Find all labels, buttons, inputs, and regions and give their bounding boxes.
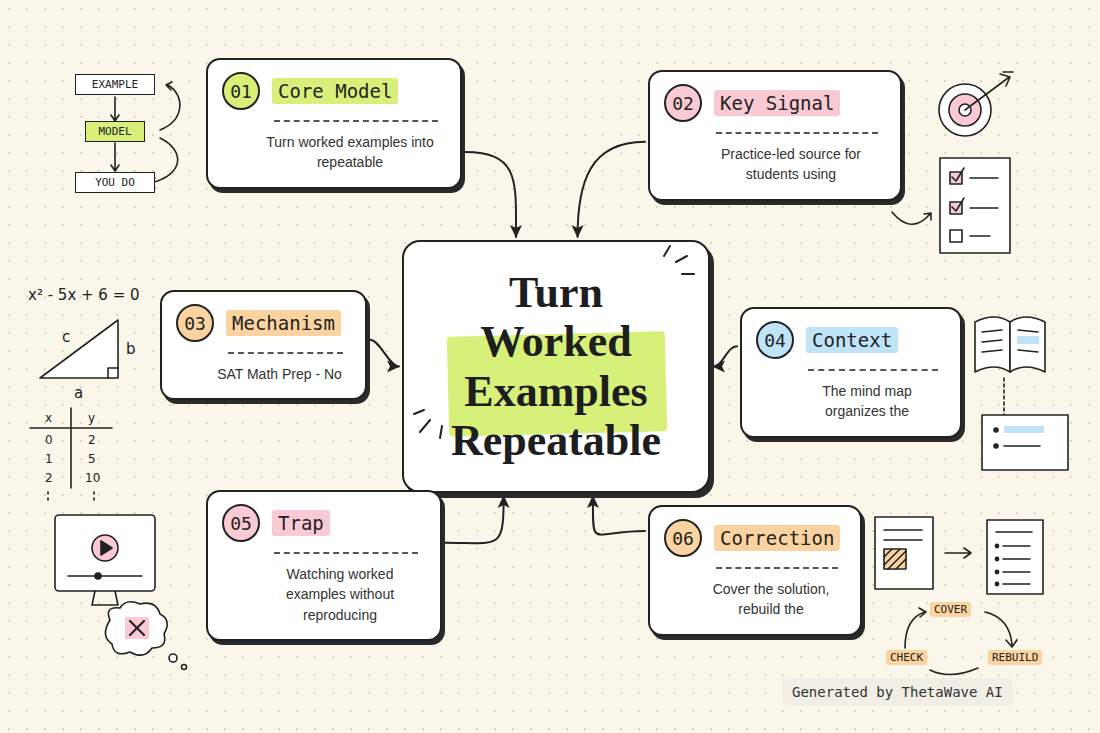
box-header: 02 Key Signal [664,84,884,122]
illustration-label: b [126,340,136,358]
illustration-label: 0 [45,433,53,447]
illustration-label: EXAMPLE [75,74,155,95]
illustration-label: YOU DO [75,172,155,193]
illustration-label: 5 [88,452,96,466]
connector-arrow [445,496,504,543]
box-header: 03 Mechanism [176,304,349,342]
dashed-divider [716,567,838,569]
illustration-label: 2 [45,471,53,485]
box-header: 04 Context [756,321,944,359]
callout-number: 03 [176,304,214,342]
illustration-label: COVER [930,602,971,617]
central-title: Turn Worked Examples Repeatable [436,268,676,465]
illustration-label: y [88,411,95,425]
illustration-label: c [62,328,70,346]
dashed-divider [274,552,418,554]
illustration-label: CHECK [886,650,927,665]
callout-number: 05 [222,504,260,542]
loop-arrow [160,82,180,130]
connector-arrow [578,142,645,237]
triangle [40,320,118,378]
topic-heading: Trap [272,510,330,536]
illustration-label: 1 [45,452,53,466]
target-icon [939,72,1013,136]
callout-number: 02 [664,84,702,122]
table-lines [30,408,112,488]
documents-icon [875,517,1043,675]
topic-box: 04 ContextThe mind map organizes the [740,307,962,438]
box-header: 05 Trap [222,504,424,542]
box-header: 06 Correction [664,519,844,557]
illustration-label: 2 [88,433,96,447]
watermark: Generated by ThetaWave AI [782,678,1013,706]
checklist-icon [892,158,1010,253]
topic-body: Watching worked examples without reprodu… [222,564,424,625]
illustration-label: x [45,411,52,425]
dashed-divider [808,369,938,371]
connector-arrow [593,496,645,535]
book-icon [975,317,1068,470]
connector-arrow [370,340,399,367]
box-header: 01 Core Model [222,72,444,110]
topic-body: The mind map organizes the [756,381,944,422]
callout-number: 01 [222,72,260,110]
flow-arrow [111,143,119,171]
topic-heading: Key Signal [714,90,840,116]
callout-number: 06 [664,519,702,557]
monitor-icon [55,515,187,670]
dashed-divider [274,120,438,122]
connector-arrow [713,346,737,366]
table-lines [48,492,94,500]
topic-body: SAT Math Prep - No [176,364,349,384]
flow-arrow [111,97,119,121]
illustration-label: x² - 5x + 6 = 0 [28,286,140,304]
topic-body: Practice-led source for students using [664,144,884,185]
topic-body: Turn worked examples into repeatable [222,132,444,173]
dashed-divider [716,132,878,134]
connector-arrow [465,152,516,237]
dashed-divider [228,352,343,354]
topic-box: 03 MechanismSAT Math Prep - No [160,290,367,400]
topic-box: 06 CorrectionCover the solution, rebuild … [648,505,862,636]
central-topic: Turn Worked Examples Repeatable [402,240,710,493]
right-angle [108,368,118,378]
illustration-label: REBUILD [988,650,1042,665]
topic-heading: Context [806,327,898,353]
illustration-label: a [74,384,83,402]
callout-number: 04 [756,321,794,359]
illustration-label: MODEL [85,121,145,142]
topic-heading: Correction [714,525,840,551]
topic-heading: Core Model [272,78,398,104]
topic-body: Cover the solution, rebuild the [664,579,844,620]
topic-box: 05 TrapWatching worked examples without r… [206,490,442,641]
topic-heading: Mechanism [226,310,341,336]
topic-box: 01 Core ModelTurn worked examples into re… [206,58,462,189]
topic-box: 02 Key SignalPractice-led source for stud… [648,70,902,201]
illustration-label: 10 [85,471,100,485]
